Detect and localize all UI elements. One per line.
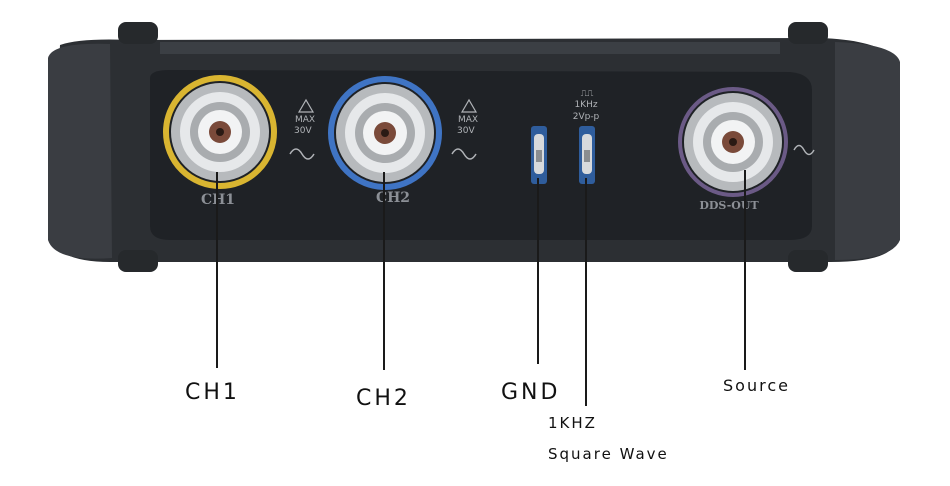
top-ridge [160, 42, 780, 54]
front-panel [150, 70, 812, 240]
square-wave-type-label: Square Wave [548, 445, 669, 463]
ch2-warning-icon [460, 98, 478, 113]
gnd-callout-line [537, 178, 539, 364]
ch1-panel-label: CH1 [201, 192, 235, 208]
ch2-callout-label: CH2 [356, 386, 411, 411]
source-callout-label: Source [723, 376, 790, 395]
ch2-ac-wave-icon [451, 148, 477, 160]
freq-panel-label: 1KHz [574, 100, 597, 110]
ch1-callout-line [216, 172, 218, 368]
square-wave-terminal [579, 126, 595, 184]
dds-ac-wave-icon [793, 144, 815, 156]
ch2-callout-line [383, 172, 385, 370]
bumper-tab-top-left [118, 22, 158, 44]
bumper-tab-bottom-right [788, 250, 828, 272]
ch1-warning-icon [297, 98, 315, 113]
dds-out-bnc-connector [678, 87, 788, 197]
bumper-tab-bottom-left [118, 250, 158, 272]
oscilloscope-device-photo: CH1 MAX 30V CH2 MAX 30V ⎍⎍ 1KHz 2Vp-p [48, 22, 900, 272]
bumper-tab-top-right [788, 22, 828, 44]
ch1-bnc-connector [163, 75, 277, 189]
end-cap-right [835, 42, 900, 260]
ch2-panel-label: CH2 [376, 190, 410, 206]
ch1-callout-label: CH1 [185, 380, 240, 405]
dds-out-panel-label: DDS-OUT [699, 199, 759, 212]
ch1-volt-label: 30V [294, 126, 312, 136]
end-cap-left [48, 43, 112, 259]
gnd-terminal [531, 126, 547, 184]
gnd-callout-label: GND [501, 380, 561, 405]
vpp-panel-label: 2Vp-p [573, 112, 600, 122]
square-wave-symbol: ⎍⎍ [581, 89, 594, 99]
ch1-ac-wave-icon [289, 148, 315, 160]
source-callout-line [744, 170, 746, 370]
square-wave-freq-label: 1KHZ [548, 414, 597, 432]
ch2-max-label: MAX [458, 115, 478, 125]
square-wave-callout-line [585, 178, 587, 406]
ch1-max-label: MAX [295, 115, 315, 125]
ch2-volt-label: 30V [457, 126, 475, 136]
ch2-bnc-connector [328, 76, 442, 190]
